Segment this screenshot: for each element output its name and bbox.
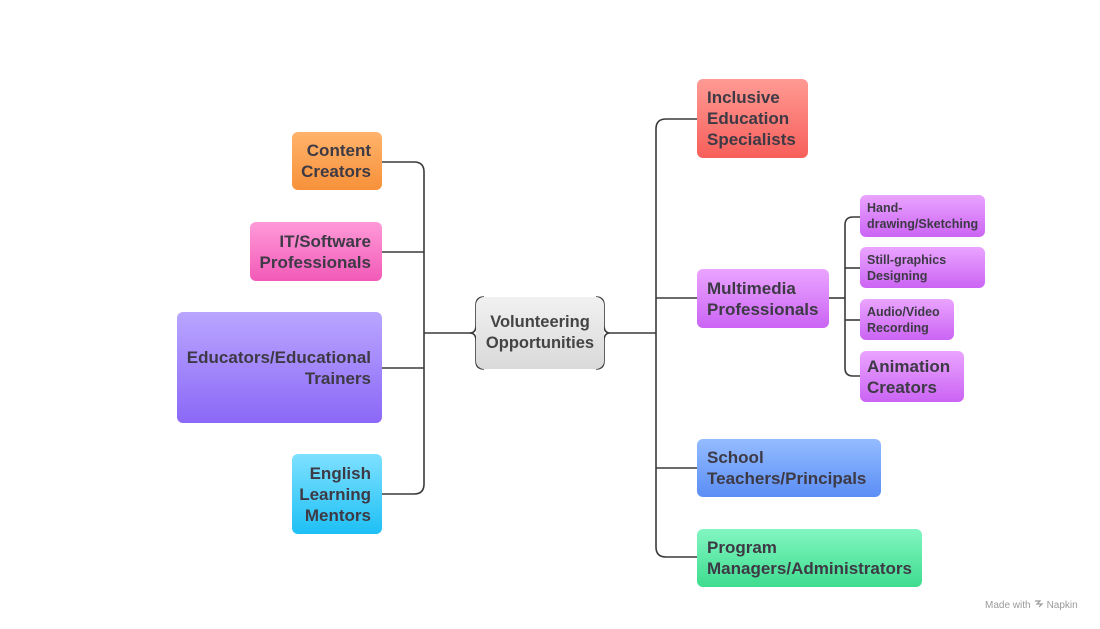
- node-label-line: Still-graphics: [867, 252, 947, 267]
- node-label-line: Hand-: [867, 201, 903, 215]
- node-label-line: Animation: [867, 356, 951, 376]
- node-label-line: Program: [707, 538, 777, 557]
- node-label-line: Content: [306, 141, 371, 160]
- node-label-line: Professionals: [259, 252, 372, 272]
- node-still-graphics-designing: Still-graphics Designing: [860, 247, 985, 288]
- node-audio-video-recording: Audio/Video Recording: [860, 299, 954, 340]
- node-label-line: Inclusive: [707, 88, 780, 107]
- node-label-line: Trainers: [304, 368, 371, 388]
- node-educators-trainers: Educators/Educational Trainers: [177, 312, 382, 423]
- node-label-line: Recording: [867, 320, 929, 335]
- node-inclusive-education-specialists: Inclusive Education Specialists: [697, 79, 808, 158]
- central-topic-line: Volunteering: [490, 313, 590, 331]
- node-label-line: Specialists: [707, 130, 796, 149]
- node-hand-drawing-sketching: Hand- drawing/Sketching: [860, 195, 985, 237]
- node-content-creators: Content Creators: [292, 132, 382, 190]
- node-label-line: Audio/Video: [867, 304, 940, 319]
- napkin-brand-label: Napkin: [1046, 600, 1078, 611]
- connector-left-trunk: [382, 161, 425, 495]
- node-multimedia-professionals: Multimedia Professionals: [697, 269, 829, 328]
- node-label-line: Educators/Educational: [186, 347, 371, 367]
- node-label-line: Education: [707, 109, 790, 128]
- node-label-line: Managers/Administrators: [707, 559, 912, 578]
- central-topic-line: Opportunities: [485, 334, 595, 352]
- connector-right-trunk: [655, 118, 697, 558]
- node-school-teachers-principals: School Teachers/Principals: [697, 439, 881, 497]
- node-label-line: Designing: [867, 268, 928, 283]
- node-label-line: English: [309, 463, 371, 483]
- node-label-line: Multimedia: [707, 278, 796, 298]
- made-with-label: Made with: [985, 600, 1031, 611]
- made-with-napkin-footer: Made with Napkin: [985, 599, 1078, 612]
- node-it-software-professionals: IT/Software Professionals: [250, 222, 382, 281]
- napkin-logo-icon: [1034, 599, 1044, 612]
- node-label-line: Mentors: [304, 505, 371, 525]
- node-label-line: Creators: [867, 377, 937, 397]
- node-english-learning-mentors: English Learning Mentors: [292, 454, 382, 534]
- node-label-line: School: [707, 448, 764, 467]
- node-animation-creators: Animation Creators: [860, 351, 964, 402]
- node-label-line: Creators: [301, 162, 371, 181]
- node-label-line: Learning: [299, 484, 371, 504]
- node-label-line: IT/Software: [279, 231, 371, 251]
- node-label-line: Professionals: [707, 299, 819, 319]
- central-topic: Volunteering Opportunities: [476, 297, 604, 369]
- node-label-line: Teachers/Principals: [707, 469, 867, 488]
- connector-multimedia-trunk: [844, 216, 860, 377]
- node-label-line: drawing/Sketching: [867, 217, 979, 231]
- node-program-managers-administrators: Program Managers/Administrators: [697, 529, 922, 587]
